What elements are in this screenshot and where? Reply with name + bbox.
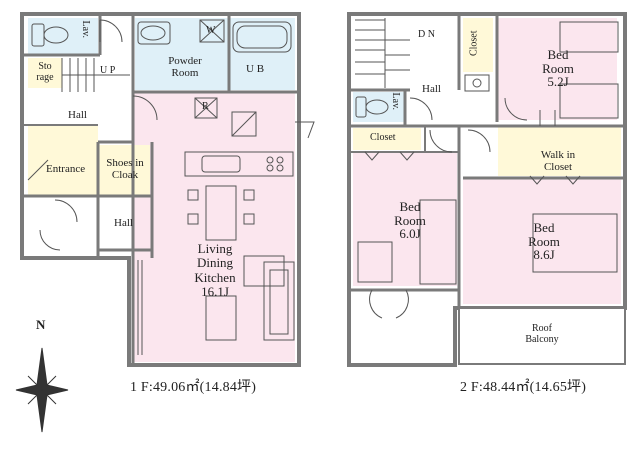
- ub-label: U B: [246, 63, 265, 75]
- balcony-label: Roof Balcony: [512, 323, 572, 345]
- floor1-caption: 1 F:49.06㎡(14.84坪): [130, 380, 257, 395]
- balcony-text: Roof Balcony: [525, 323, 559, 345]
- storage-label: Sto rage: [30, 61, 60, 83]
- stairs-1f: [61, 58, 130, 92]
- shoes-cloak-label: Shoes in Cloak: [100, 157, 150, 181]
- floor2-caption: 2 F:48.44㎡(14.65坪): [460, 380, 587, 395]
- storage-text: Sto rage: [36, 61, 54, 83]
- closet1-label: Closet: [468, 30, 480, 57]
- first-floor-plan: [20, 12, 315, 367]
- shoes-cloak-text: Shoes in Cloak: [106, 157, 144, 181]
- bed-8-6-label: Bed Room 8.6J: [514, 221, 574, 262]
- bed-6-0-text: Bed Room 6.0J: [394, 199, 426, 242]
- hall2-1f-label: Hall: [114, 217, 133, 229]
- compass-rose: [15, 347, 69, 433]
- bed-8-6-text: Bed Room 8.6J: [528, 220, 560, 263]
- r-label: R: [202, 101, 209, 112]
- hall-1f-label: Hall: [68, 109, 87, 121]
- walkin-floor: [498, 126, 621, 176]
- lav-1f-label: Lav.: [79, 20, 91, 38]
- lav-2f-label: Lav.: [389, 92, 401, 110]
- powder-room-text: Powder Room: [168, 55, 202, 79]
- ldk-label: Living Dining Kitchen 16.1J: [175, 241, 255, 299]
- hall-2f-label: Hall: [422, 83, 441, 95]
- walkin-label: Walk in Closet: [528, 149, 588, 173]
- storage-floor: [28, 58, 62, 88]
- compass-north-label: N: [36, 317, 46, 332]
- roof-balcony: [458, 307, 626, 365]
- walkin-text: Walk in Closet: [540, 149, 576, 173]
- bed-5-2-label: Bed Room 5.2J: [528, 48, 588, 89]
- bed-5-2-text: Bed Room 5.2J: [542, 47, 574, 90]
- closet-2f-a: [463, 18, 493, 72]
- 1f-outer-wall: [20, 12, 301, 367]
- dn-label: D N: [418, 29, 435, 40]
- closet-2f-b: [353, 128, 421, 150]
- ub-floor: [229, 18, 295, 90]
- ldk-text: Living Dining Kitchen 16.1J: [194, 241, 236, 299]
- second-floor-plan: [347, 12, 627, 367]
- shoes-cloak-floor: [98, 145, 150, 195]
- ldk-floor: [133, 92, 295, 362]
- w-label: W: [206, 25, 216, 36]
- entrance-floor: [28, 126, 98, 196]
- bed-5-2-floor: [497, 18, 617, 120]
- closet2-label: Closet: [370, 132, 396, 143]
- stairs-2f: [355, 18, 410, 88]
- bed-6-0-floor: [353, 152, 457, 286]
- bed-6-0-label: Bed Room 6.0J: [380, 200, 440, 241]
- powder-room-label: Powder Room: [150, 55, 220, 79]
- up-label: U P: [100, 65, 116, 76]
- bed-8-6-floor: [463, 178, 621, 304]
- 2f-outer-wall: [347, 12, 627, 367]
- entrance-label: Entrance: [46, 163, 86, 175]
